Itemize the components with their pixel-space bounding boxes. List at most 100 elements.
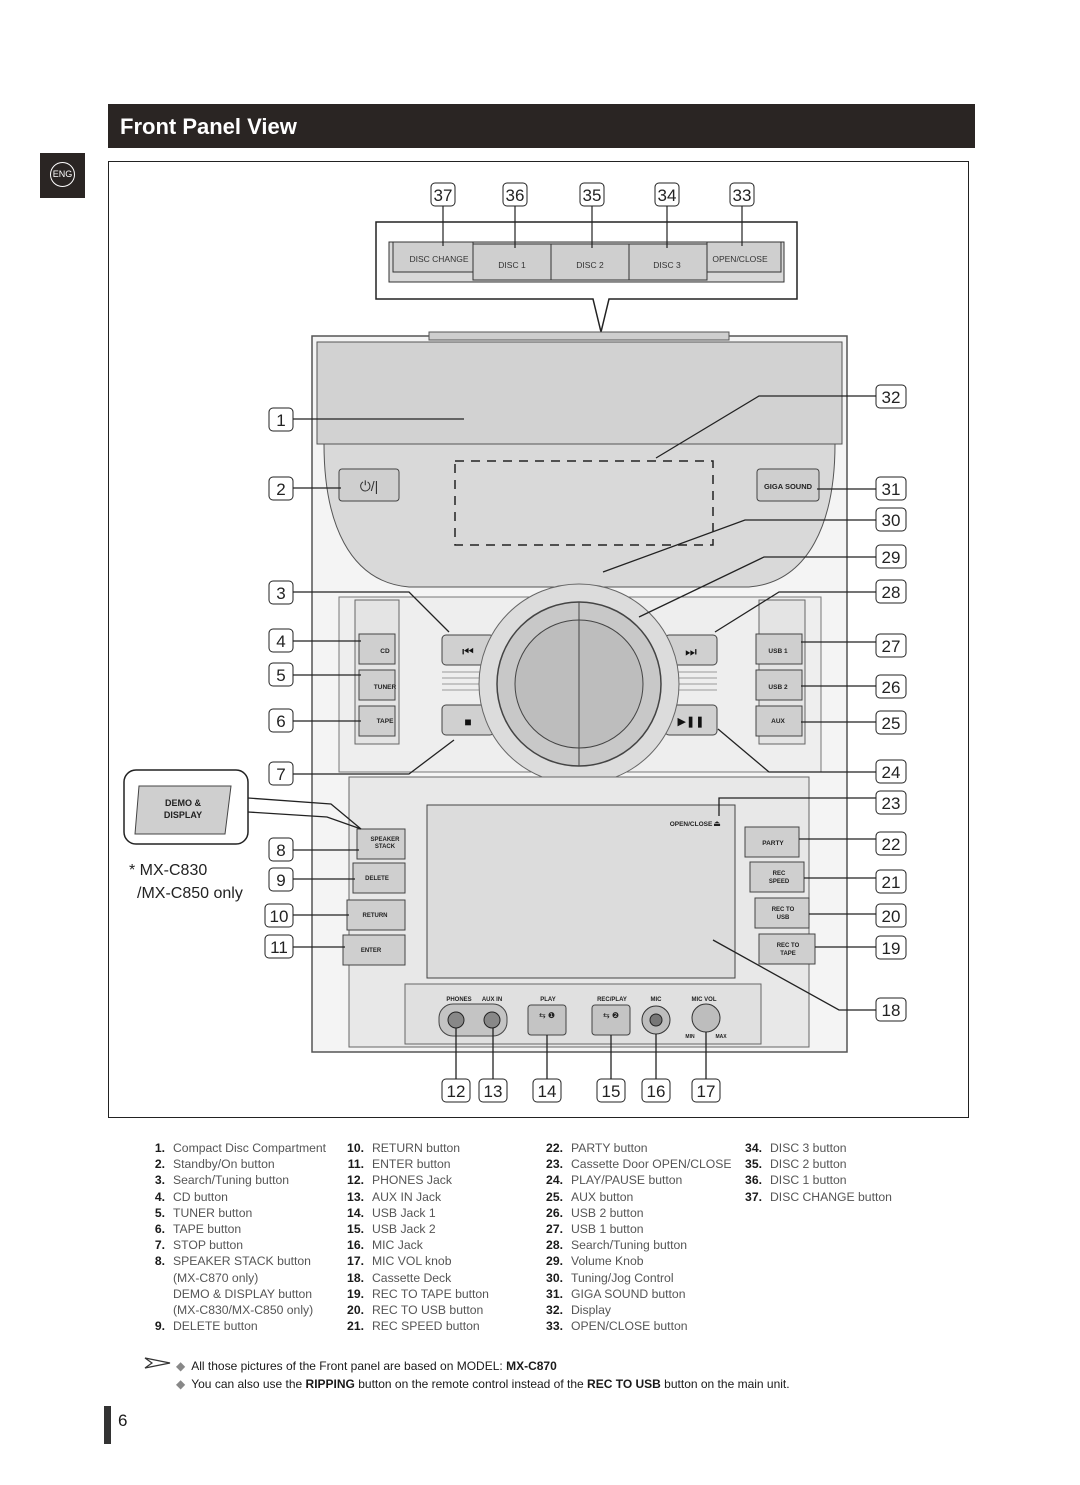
callout-10: 10 bbox=[270, 907, 289, 926]
legend-item: 27.USB 1 button bbox=[546, 1221, 644, 1236]
legend-item: 17.MIC VOL knob bbox=[347, 1254, 452, 1269]
skip-back-icon: ⏮ bbox=[462, 644, 474, 659]
legend-item: 15.USB Jack 2 bbox=[347, 1221, 436, 1236]
cd-compartment[interactable] bbox=[316, 341, 843, 445]
callout-29: 29 bbox=[882, 548, 901, 567]
usb1-button[interactable] bbox=[755, 633, 803, 665]
callout-19: 19 bbox=[882, 939, 901, 958]
callout-9: 9 bbox=[276, 871, 285, 890]
disc1-button[interactable] bbox=[472, 243, 552, 281]
open-close-button[interactable] bbox=[706, 241, 782, 273]
legend-item: 31.GIGA SOUND button bbox=[546, 1286, 686, 1301]
callout-box-19 bbox=[875, 935, 907, 960]
rec-play-label: REC/PLAY bbox=[597, 997, 627, 1003]
callout-box-14 bbox=[532, 1078, 562, 1103]
callout-34: 34 bbox=[658, 186, 677, 205]
disc-change-button[interactable] bbox=[392, 241, 474, 273]
callout-26: 26 bbox=[882, 678, 901, 697]
mic-vol-label: MIC VOL bbox=[692, 997, 717, 1003]
legend-item: 2.Standby/On button bbox=[154, 1157, 275, 1172]
tape-label: TAPE bbox=[377, 718, 395, 725]
speaker-stack-button[interactable] bbox=[356, 828, 406, 860]
callouts bbox=[264, 182, 907, 1103]
legend-item: 13.AUX IN Jack bbox=[347, 1189, 442, 1204]
front-panel-diagram: DISC CHANGE DISC 1 DISC 2 DISC 3 OPEN/CL… bbox=[123, 182, 907, 1103]
mic-vol-knob[interactable] bbox=[691, 1003, 721, 1033]
demo-display-inset: DEMO & DISPLAY * MX-C830 /MX-C850 only bbox=[123, 769, 362, 902]
aux-in-label: AUX IN bbox=[482, 997, 502, 1003]
rec-tape-label-2: TAPE bbox=[780, 951, 796, 957]
aux-button[interactable] bbox=[755, 705, 803, 737]
cassette-deck[interactable] bbox=[426, 804, 736, 979]
callout-12: 12 bbox=[447, 1082, 466, 1101]
callout-box-28 bbox=[875, 579, 907, 604]
callout-16: 16 bbox=[647, 1082, 666, 1101]
mic-jack-hole bbox=[649, 1013, 663, 1027]
legend-item: 35.DISC 2 button bbox=[745, 1157, 847, 1172]
min-label: MIN bbox=[685, 1034, 695, 1040]
legend-column-1: 1.Compact Disc Compartment 2.Standby/On … bbox=[154, 1140, 327, 1334]
play-label: PLAY bbox=[540, 997, 555, 1003]
rec-usb-label-1: REC TO bbox=[772, 907, 795, 913]
delete-button[interactable] bbox=[352, 862, 406, 894]
cd-label: CD bbox=[380, 648, 390, 655]
giga-sound-button[interactable] bbox=[756, 468, 820, 502]
enter-button[interactable] bbox=[342, 934, 406, 966]
legend-item: 1.Compact Disc Compartment bbox=[154, 1141, 327, 1155]
callout-1: 1 bbox=[276, 411, 285, 430]
callout-21: 21 bbox=[882, 873, 901, 892]
callout-box-22 bbox=[875, 831, 907, 856]
legend-item: (MX-C830/MX-C850 only) bbox=[173, 1302, 314, 1317]
callout-box-3 bbox=[268, 580, 294, 605]
callout-box-31 bbox=[875, 476, 907, 501]
cd-button[interactable] bbox=[358, 633, 396, 665]
usb2-button[interactable] bbox=[755, 669, 803, 701]
tape-button[interactable] bbox=[358, 705, 396, 737]
speaker-label-1: SPEAKER bbox=[370, 837, 400, 843]
disc-change-label: DISC CHANGE bbox=[409, 254, 468, 264]
callout-17: 17 bbox=[697, 1082, 716, 1101]
callout-13: 13 bbox=[484, 1082, 503, 1101]
legend-item: 7.STOP button bbox=[154, 1238, 244, 1253]
rec-usb-button[interactable] bbox=[754, 897, 810, 929]
return-button[interactable] bbox=[346, 899, 406, 931]
callout-box-13 bbox=[478, 1078, 508, 1103]
eject-icon: ⏏ bbox=[713, 819, 721, 828]
party-button[interactable] bbox=[744, 826, 800, 858]
callout-box-37 bbox=[430, 182, 456, 207]
legend-column-4: 34.DISC 3 button 35.DISC 2 button 36.DIS… bbox=[745, 1140, 892, 1205]
standby-button[interactable] bbox=[338, 468, 400, 502]
usb-jack-1[interactable] bbox=[527, 1004, 567, 1036]
aux-in-jack[interactable] bbox=[483, 1011, 501, 1029]
legend-item: 23.Cassette Door OPEN/CLOSE bbox=[546, 1157, 732, 1172]
aux-label: AUX bbox=[771, 718, 785, 725]
callout-numbers: 37 36 35 34 33 1 2 3 4 5 6 7 8 9 10 11 3… bbox=[270, 186, 901, 1101]
callout-box-26 bbox=[875, 674, 907, 699]
callout-6: 6 bbox=[276, 712, 285, 731]
giga-sound-label: GIGA SOUND bbox=[764, 482, 813, 491]
callout-18: 18 bbox=[882, 1001, 901, 1020]
usb-jack-2[interactable] bbox=[591, 1004, 631, 1036]
callout-25: 25 bbox=[882, 714, 901, 733]
rec-speed-label-1: REC bbox=[773, 871, 786, 877]
legend-item: 10.RETURN button bbox=[347, 1141, 461, 1155]
page-number: 6 bbox=[118, 1411, 128, 1430]
phones-jack[interactable] bbox=[447, 1011, 465, 1029]
callout-box-23 bbox=[875, 790, 907, 815]
note-arrow-icon bbox=[144, 1357, 171, 1369]
skip-forward-icon: ⏭ bbox=[685, 644, 697, 659]
callout-box-6 bbox=[268, 708, 294, 733]
tuner-button[interactable] bbox=[358, 669, 396, 701]
rec-speed-button[interactable] bbox=[749, 861, 805, 893]
power-icon: ⏻/| bbox=[360, 478, 379, 494]
max-label: MAX bbox=[715, 1034, 727, 1040]
legend-item: 22.PARTY button bbox=[546, 1141, 648, 1155]
legend-item: DEMO & DISPLAY button bbox=[173, 1286, 313, 1301]
legend-item: 29.Volume Knob bbox=[546, 1254, 644, 1269]
rec-tape-button[interactable] bbox=[758, 933, 816, 965]
legend-item: 20.REC TO USB button bbox=[347, 1302, 484, 1317]
disc2-button[interactable] bbox=[550, 243, 630, 281]
callout-box-17 bbox=[691, 1078, 721, 1103]
callout-35: 35 bbox=[583, 186, 602, 205]
callout-36: 36 bbox=[506, 186, 525, 205]
